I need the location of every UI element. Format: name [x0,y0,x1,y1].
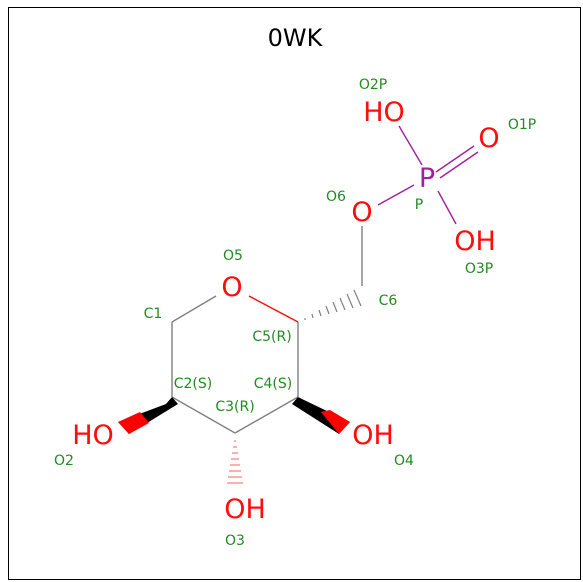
label-o4: O4 [394,453,414,469]
bond-p-o1p-a [435,145,475,173]
atom-ho-o2: HO [72,420,114,451]
atom-oh-o4: OH [352,420,394,451]
bond-c1-o5 [171,295,217,323]
atom-oh-o3: OH [224,494,266,525]
bond-p-o2p [398,125,423,166]
label-c6: C6 [379,293,398,309]
label-o2: O2 [54,453,74,469]
hashed-wedge-c5-c6 [304,289,362,320]
label-p: P [415,197,423,213]
bond-p-o1p-b [439,151,479,179]
solid-wedge-c2-o2-red [118,412,149,434]
label-o2p: O2P [359,77,387,93]
bond-o5-c5 [248,295,299,323]
label-c1: C1 [144,306,163,322]
label-o3p: O3P [465,261,493,277]
label-c4: C4(S) [254,376,293,392]
label-c2: C2(S) [174,376,213,392]
atom-o-o5: O [221,272,242,303]
bond-c3-c4 [234,396,299,434]
molecule-title: 0WK [268,24,324,52]
bond-o6-p [377,184,415,206]
label-c3: C3(R) [215,399,254,415]
label-c5: C5(R) [252,329,291,345]
solid-wedge-c4-o4-red [321,410,350,434]
bond-c2-c3 [171,396,236,434]
atom-o-o1p: O [478,123,499,154]
atom-oh-o3p: OH [454,226,496,257]
atom-p: P [419,163,435,194]
atom-o-o6: O [351,197,372,228]
atom-ho-o2p: HO [363,97,405,128]
diagram-frame [8,7,581,580]
label-o5: O5 [223,248,243,264]
label-o1p: O1P [508,117,536,133]
label-o6: O6 [326,189,346,205]
label-o3: O3 [225,533,245,549]
bond-p-o3p [437,190,457,225]
hashed-wedge-c3-o3 [227,440,243,484]
